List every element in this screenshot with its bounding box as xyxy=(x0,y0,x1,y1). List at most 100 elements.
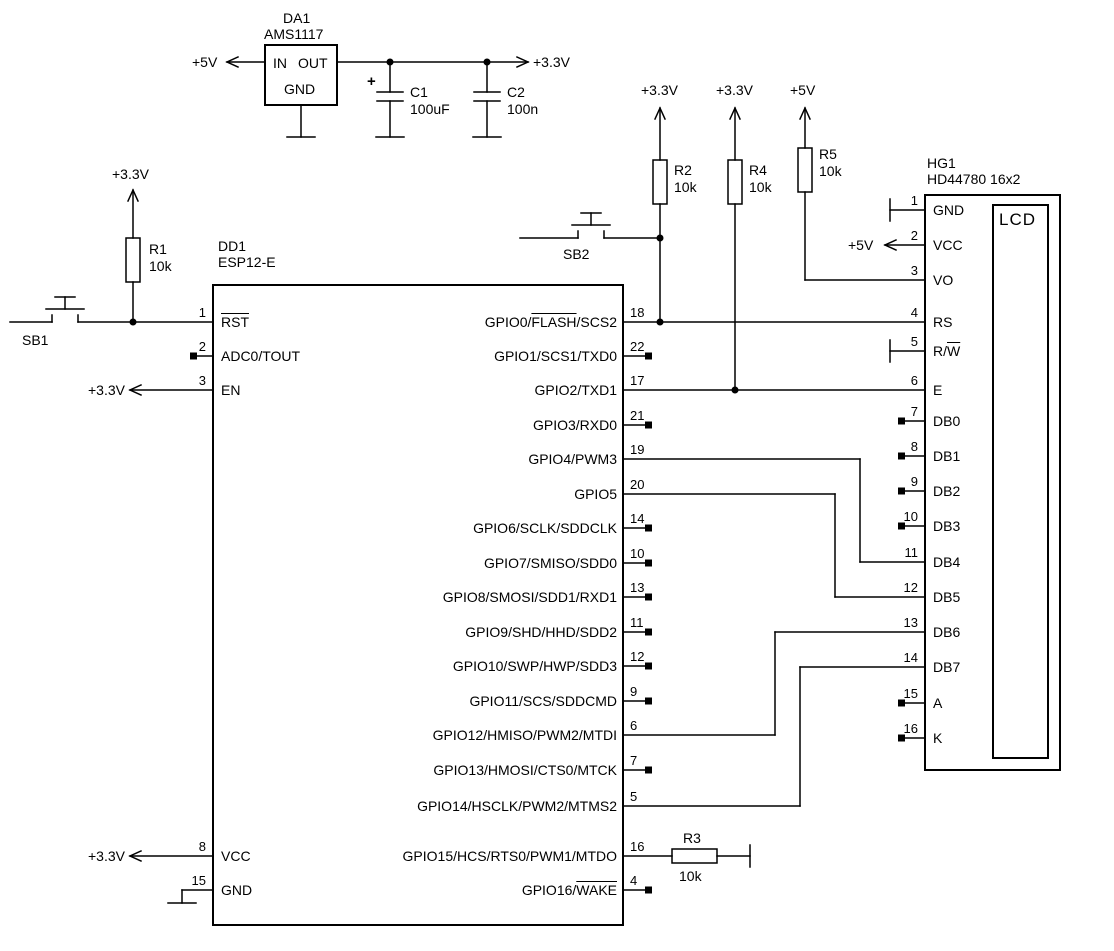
hg1-pin-num-12: 12 xyxy=(903,580,918,595)
sb1-ref: SB1 xyxy=(22,332,49,348)
hg1-pin-label-db1: DB1 xyxy=(933,448,961,464)
hg1-pin-num-6: 6 xyxy=(910,373,918,388)
hg1-pin-num-16: 16 xyxy=(903,721,918,736)
hg1-pin-num-10: 10 xyxy=(903,509,918,524)
dd1-pin-num-9: 9 xyxy=(630,684,638,699)
dd1-pin-label-gpio4: GPIO4/PWM3 xyxy=(528,451,617,467)
r4-body xyxy=(727,159,743,205)
dd1-pin-num-7: 7 xyxy=(630,753,638,768)
rail-3v3-da1-out: +3.3V xyxy=(533,54,570,70)
pin-label-pre: GPIO0/ xyxy=(484,314,532,330)
da1-pin-in-label: IN xyxy=(273,55,287,71)
r1-body xyxy=(125,237,141,283)
dd1-pin-label-rst: RST xyxy=(221,314,249,330)
dd1-pin-label-gpio5: GPIO5 xyxy=(574,486,617,502)
sb1-button-symbol xyxy=(9,296,214,323)
r1-value: 10k xyxy=(149,258,172,274)
lcd-glass xyxy=(992,204,1049,759)
rail-3v3-vcc: +3.3V xyxy=(88,848,125,864)
dd1-part: ESP12-E xyxy=(218,254,276,270)
r3-value: 10k xyxy=(679,868,702,884)
rail-3v3-r2: +3.3V xyxy=(641,82,678,98)
hg1-pin-label-db5: DB5 xyxy=(933,589,961,605)
pin-label-overline: W xyxy=(947,343,961,359)
dd1-pin-label-gpio9: GPIO9/SHD/HHD/SDD2 xyxy=(465,624,617,640)
hg1-pin-label-gnd: GND xyxy=(933,202,965,218)
hg1-pin-label-db2: DB2 xyxy=(933,483,961,499)
dd1-pin-num-12: 12 xyxy=(630,649,645,664)
dd1-pin-label-gpio12: GPIO12/HMISO/PWM2/MTDI xyxy=(432,727,617,743)
pin-label-overline: RST xyxy=(221,314,249,330)
c1-value: 100uF xyxy=(410,101,450,117)
c2-value: 100n xyxy=(507,101,539,117)
da1-pin-gnd-label: GND xyxy=(284,81,316,97)
c2-capacitor-symbol xyxy=(472,61,502,138)
junction-dot xyxy=(129,318,137,326)
unconnected-pin-square xyxy=(645,421,652,429)
r4-resistor-symbol xyxy=(727,106,743,391)
dd1-pin-num-11: 11 xyxy=(630,615,644,630)
hg1-pin-num-14: 14 xyxy=(903,650,918,665)
pin-label-overline: WAKE xyxy=(576,882,617,898)
r3-ref: R3 xyxy=(683,830,701,846)
unconnected-pin-square xyxy=(898,734,905,742)
hg1-body xyxy=(924,194,1061,771)
dd1-pin-label-adc0: ADC0/TOUT xyxy=(221,348,301,364)
hg1-pin-num-9: 9 xyxy=(910,474,918,489)
hg1-pin-num-3: 3 xyxy=(910,263,918,278)
hg1-pin-label-vo: VO xyxy=(933,272,954,288)
unconnected-pin-square xyxy=(645,628,652,636)
unconnected-pin-square xyxy=(645,662,652,670)
hg1-pin-label-db7: DB7 xyxy=(933,659,961,675)
dd1-ref: DD1 xyxy=(218,238,247,254)
rail-3v3-en: +3.3V xyxy=(88,382,125,398)
dd1-pin-label-gpio2: GPIO2/TXD1 xyxy=(534,382,617,398)
dd1-pin-label-gpio6: GPIO6/SCLK/SDDCLK xyxy=(473,520,617,536)
dd1-pin-num-22: 22 xyxy=(630,339,645,354)
junction-dot xyxy=(656,234,664,242)
unconnected-pin-square xyxy=(898,522,905,530)
dd1-pin-num-20: 20 xyxy=(630,477,645,492)
dd1-pin-label-gpio14: GPIO14/HSCLK/PWM2/MTMS2 xyxy=(417,798,617,814)
hg1-pin-label-e: E xyxy=(933,382,943,398)
unconnected-pin-square xyxy=(645,559,652,567)
dd1-pin-num-19: 19 xyxy=(630,442,645,457)
hg1-pin-num-2: 2 xyxy=(910,228,918,243)
dd1-pin-num-17: 17 xyxy=(630,373,645,388)
r1-ref: R1 xyxy=(149,241,167,257)
hg1-pin-label-db4: DB4 xyxy=(933,554,961,570)
junction-dot xyxy=(656,318,664,326)
hg1-pin-label-rs: RS xyxy=(933,314,953,330)
rail-5v-da1-in: +5V xyxy=(192,54,218,70)
dd1-pin-num-21: 21 xyxy=(630,408,645,423)
c1-capacitor-symbol xyxy=(375,61,405,138)
r5-body xyxy=(797,147,813,193)
hg1-pin-label-k: K xyxy=(933,730,943,746)
dd1-pin-label-gpio16: GPIO16/WAKE xyxy=(522,882,617,898)
pin-label-pre: GPIO16/ xyxy=(521,882,577,898)
unconnected-pin-square xyxy=(898,699,905,707)
dd1-pin-label-gnd: GND xyxy=(221,882,253,898)
hg1-pin-num-5: 5 xyxy=(910,334,918,349)
r2-resistor-symbol xyxy=(652,106,668,323)
supply-arrow-up-icon xyxy=(654,106,666,120)
hg1-ref: HG1 xyxy=(927,155,956,171)
junction-dot xyxy=(483,58,491,66)
pin-label-overline: FLASH xyxy=(531,314,577,330)
junction-dot xyxy=(731,386,739,394)
lcd-screen-label: LCD xyxy=(999,210,1037,229)
hg1-pin-num-7: 7 xyxy=(910,404,918,419)
rail-5v-r5: +5V xyxy=(790,82,816,98)
dd1-pin-label-gpio7: GPIO7/SMISO/SDD0 xyxy=(483,555,617,571)
dd1-pin-num-15: 15 xyxy=(191,873,206,888)
dd1-pin-label-gpio10: GPIO10/SWP/HWP/SDD3 xyxy=(452,658,617,674)
unconnected-pin-square xyxy=(898,417,905,425)
supply-arrow-up-icon xyxy=(729,106,741,120)
junctions-and-stubs xyxy=(129,58,905,894)
hg1-pin-num-8: 8 xyxy=(910,439,918,454)
unconnected-pin-square xyxy=(645,524,652,532)
supply-arrow-left-icon xyxy=(128,384,142,396)
supply-arrow-left-icon xyxy=(128,850,142,862)
